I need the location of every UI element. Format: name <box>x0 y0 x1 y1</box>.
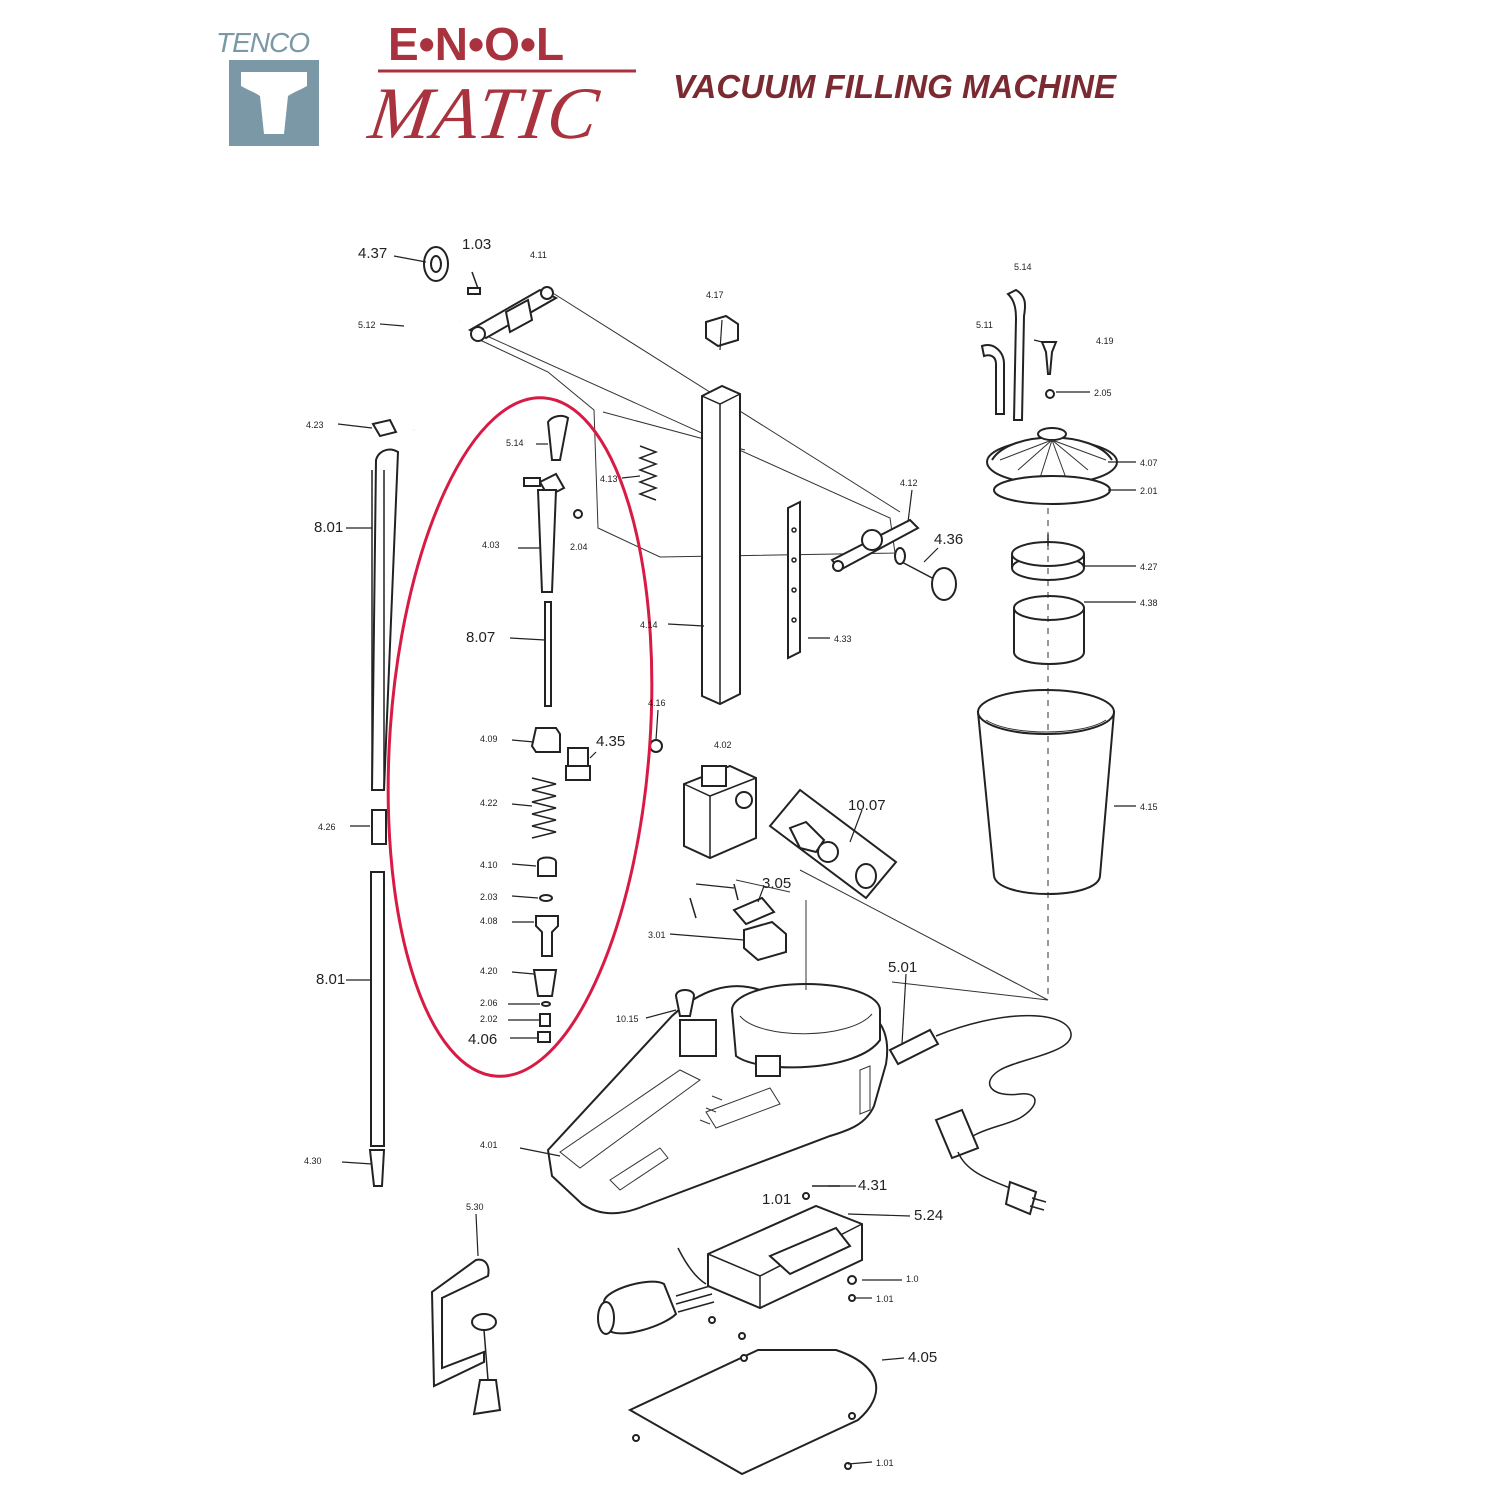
label-4-38: 4.38 <box>1140 598 1158 608</box>
label-2-03: 2.03 <box>480 892 498 902</box>
label-4-17: 4.17 <box>706 290 724 300</box>
matic-wordmark: MATIC <box>363 73 605 155</box>
label-4-06: 4.06 <box>468 1031 497 1048</box>
plate-part <box>830 518 920 572</box>
label-5-30: 5.30 <box>466 1202 484 1212</box>
pump-motor-part <box>597 1204 863 1335</box>
label-5-12: 5.12 <box>358 320 376 330</box>
part-labels: 4.37 1.03 4.11 5.12 4.17 5.14 5.11 4.19 … <box>304 236 1158 1468</box>
label-8-01-upper: 8.01 <box>314 519 343 536</box>
tenco-wordmark: TENCO <box>216 27 309 58</box>
label-2-06: 2.06 <box>480 998 498 1008</box>
label-2-04: 2.04 <box>570 542 588 552</box>
label-1-0: 1.0 <box>906 1274 919 1284</box>
label-8-07: 8.07 <box>466 629 495 646</box>
label-5-24: 5.24 <box>914 1207 943 1224</box>
label-4-05: 4.05 <box>908 1349 937 1366</box>
enol-matic-logo: E•N•O•L MATIC <box>363 18 636 155</box>
knob-part <box>423 246 449 282</box>
label-1-01-top: 1.01 <box>762 1191 791 1208</box>
block-part <box>683 764 757 860</box>
ring-part <box>1013 595 1085 665</box>
label-4-16: 4.16 <box>648 698 666 708</box>
label-4-36: 4.36 <box>934 531 963 548</box>
label-4-31: 4.31 <box>858 1177 887 1194</box>
label-4-08: 4.08 <box>480 916 498 926</box>
label-4-10: 4.10 <box>480 860 498 870</box>
label-2-01: 2.01 <box>1140 486 1158 496</box>
label-3-05: 3.05 <box>762 875 791 892</box>
label-5-11: 5.11 <box>976 320 993 330</box>
label-4-27: 4.27 <box>1140 562 1158 572</box>
tenco-emblem <box>229 60 319 146</box>
label-8-01-lower: 8.01 <box>316 971 345 988</box>
label-4-30: 4.30 <box>304 1156 322 1166</box>
clamp-part <box>430 1258 502 1416</box>
label-2-05: 2.05 <box>1094 388 1112 398</box>
label-10-07: 10.07 <box>848 797 886 814</box>
page-title: VACUUM FILLING MACHINE <box>673 68 1117 105</box>
label-4-14: 4.14 <box>640 620 658 630</box>
screw-part <box>467 271 481 295</box>
label-5-14-mid: 5.14 <box>506 438 524 448</box>
label-4-22: 4.22 <box>480 798 498 808</box>
label-10-15: 10.15 <box>616 1014 639 1024</box>
nozzle-valve-part <box>523 414 570 593</box>
power-cord-part <box>888 1014 1072 1216</box>
tenco-logo: TENCO <box>216 27 319 146</box>
label-4-01: 4.01 <box>480 1140 498 1150</box>
label-5-14-top: 5.14 <box>1014 262 1032 272</box>
enol-wordmark: E•N•O•L <box>388 18 564 70</box>
label-2-02: 2.02 <box>480 1014 498 1024</box>
label-4-02: 4.02 <box>714 740 732 750</box>
label-1-01-mid: 1.01 <box>876 1294 894 1304</box>
knob-screw-part <box>894 547 957 601</box>
label-4-03: 4.03 <box>482 540 500 550</box>
label-4-19: 4.19 <box>1096 336 1114 346</box>
label-4-35: 4.35 <box>596 733 625 750</box>
label-4-12: 4.12 <box>900 478 918 488</box>
label-4-15: 4.15 <box>1140 802 1158 812</box>
label-1-03: 1.03 <box>462 236 491 253</box>
label-4-26: 4.26 <box>318 822 336 832</box>
label-5-01: 5.01 <box>888 959 917 976</box>
label-3-01: 3.01 <box>648 930 666 940</box>
top-arm-part <box>467 286 559 342</box>
label-4-13: 4.13 <box>600 474 618 484</box>
cup-part <box>976 689 1116 895</box>
label-4-09: 4.09 <box>480 734 498 744</box>
label-4-11: 4.11 <box>530 250 547 260</box>
highlight-circle <box>386 396 654 1078</box>
label-4-37: 4.37 <box>358 245 387 262</box>
base-housing-part <box>546 983 889 1215</box>
label-4-20: 4.20 <box>480 966 498 976</box>
base-plate-part <box>627 1349 878 1476</box>
leader-lines <box>337 255 1136 1465</box>
label-1-01-bottom: 1.01 <box>876 1458 894 1468</box>
panel-part <box>768 788 898 900</box>
column-part <box>701 384 741 706</box>
label-4-33: 4.33 <box>834 634 852 644</box>
label-4-23: 4.23 <box>306 420 324 430</box>
label-4-07: 4.07 <box>1140 458 1158 468</box>
